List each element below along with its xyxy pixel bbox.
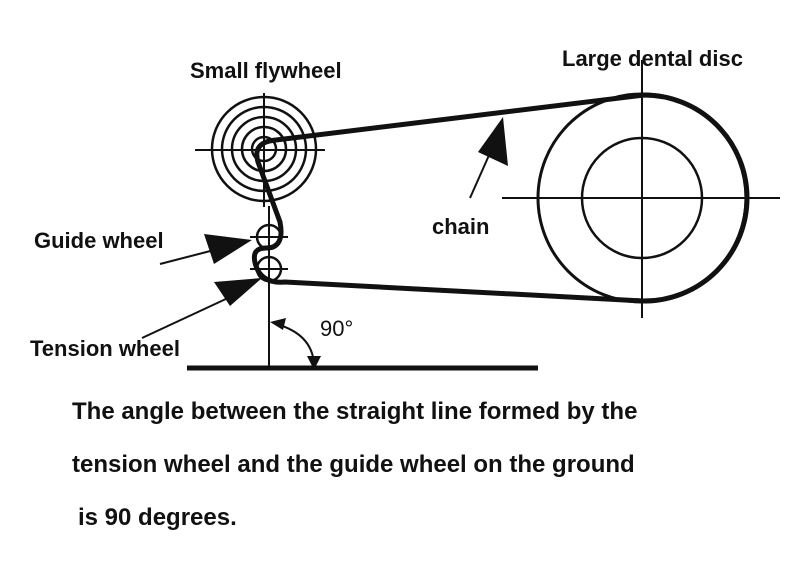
guide-wheel-label: Guide wheel [34, 228, 164, 253]
large-dental-disc [502, 60, 780, 318]
angle-arc [270, 318, 321, 370]
tension-wheel-label: Tension wheel [30, 336, 180, 361]
chain-path [251, 92, 750, 304]
small-flywheel [195, 93, 325, 207]
large-dental-disc-label: Large dental disc [562, 46, 743, 71]
small-flywheel-label: Small flywheel [190, 58, 342, 83]
caption-line-3: is 90 degrees. [78, 504, 237, 531]
tension-wheel-pointer-arrow [141, 278, 262, 339]
caption-line-2: tension wheel and the guide wheel on the… [72, 451, 635, 478]
angle-label: 90° [320, 316, 353, 341]
chain-pointer-arrow [469, 117, 508, 199]
guide-wheel-pointer-arrow [159, 234, 252, 265]
caption-line-1: The angle between the straight line form… [72, 398, 638, 425]
chain-label: chain [432, 214, 489, 239]
